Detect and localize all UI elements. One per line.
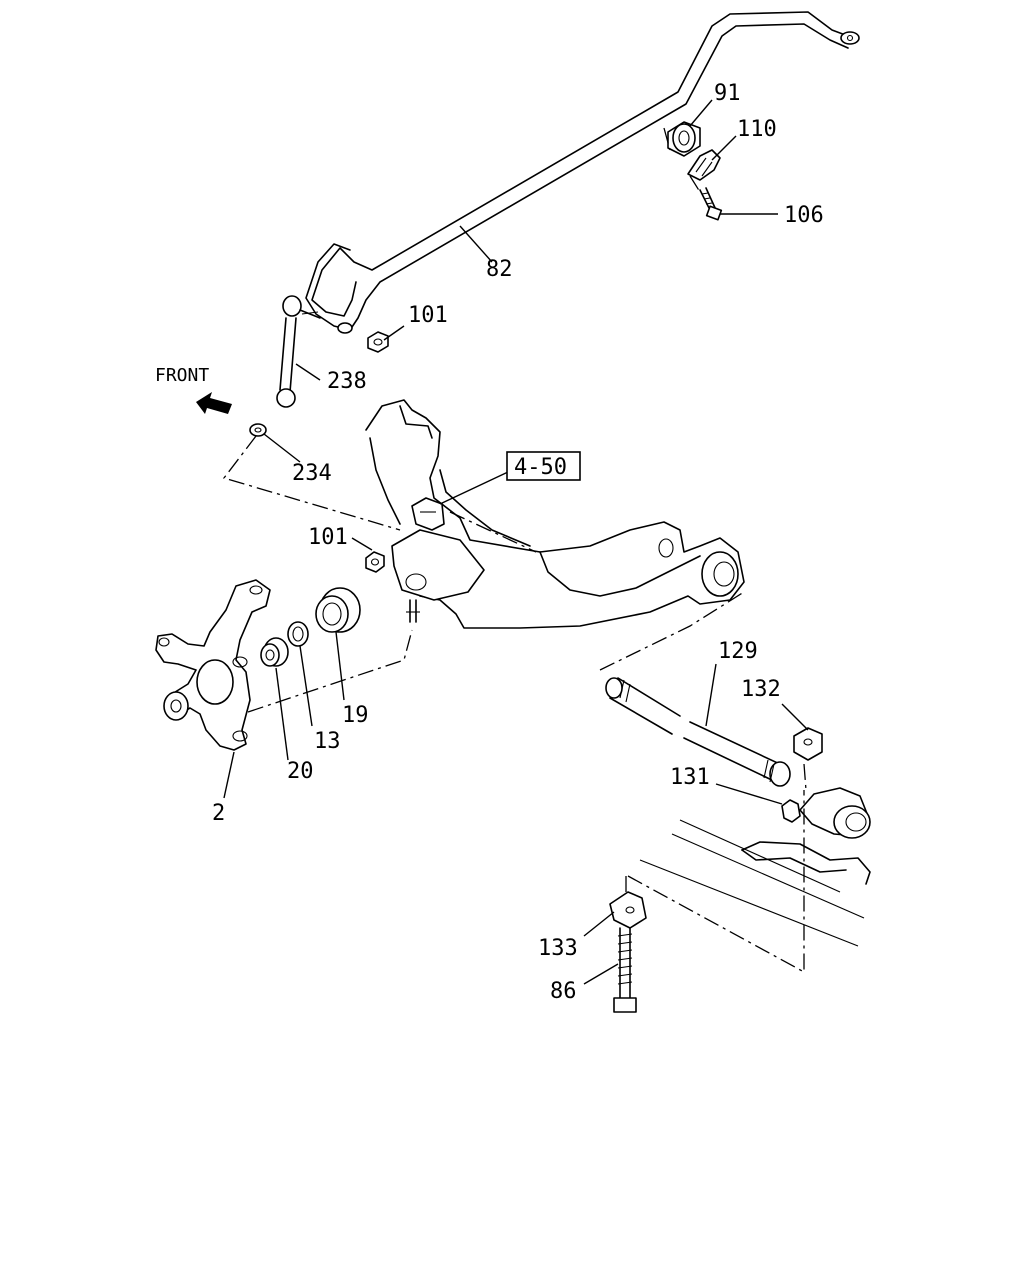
reference-label: 4-50 — [514, 455, 567, 480]
assembly-lines — [222, 127, 807, 974]
frame-bracket — [639, 819, 871, 947]
callout-132: 132 — [741, 677, 781, 702]
nut-101-top — [367, 331, 389, 353]
callout-91: 91 — [714, 81, 741, 106]
callout-101-mid: 101 — [308, 525, 348, 550]
callout-20: 20 — [287, 759, 314, 784]
bolt-106 — [699, 187, 723, 221]
plate-133 — [609, 891, 647, 929]
lower-arm-assembly — [365, 399, 745, 629]
callout-86: 86 — [550, 979, 577, 1004]
arm-131 — [781, 787, 871, 839]
reference-box: 4-50 — [506, 451, 581, 481]
nut-101-mid — [365, 551, 385, 573]
callout-133: 133 — [538, 936, 578, 961]
callout-234: 234 — [292, 461, 332, 486]
leader-lines — [223, 99, 809, 985]
callouts: 91 110 106 82 101 238 234 101 129 132 13… — [212, 81, 824, 1004]
bracket-110 — [687, 149, 721, 181]
torsion-bar-129 — [605, 677, 791, 787]
callout-19: 19 — [342, 703, 369, 728]
callout-129: 129 — [718, 639, 758, 664]
adjuster-132 — [793, 727, 823, 761]
washer-234 — [249, 423, 267, 437]
stabilizer-bar — [305, 11, 860, 334]
dust-seal-19 — [315, 587, 361, 633]
seal-13 — [287, 621, 309, 647]
stabilizer-link-238 — [276, 295, 321, 408]
callout-82: 82 — [486, 257, 513, 282]
bushing-91 — [667, 121, 701, 157]
knuckle-2 — [155, 579, 271, 751]
front-label: FRONT — [155, 365, 209, 386]
callout-13: 13 — [314, 729, 341, 754]
front-arrow-icon — [196, 392, 232, 414]
callout-110: 110 — [737, 117, 777, 142]
bolt-86 — [613, 927, 637, 1013]
bearing-20 — [260, 637, 289, 667]
callout-101-top: 101 — [408, 303, 448, 328]
callout-131: 131 — [670, 765, 710, 790]
callout-106: 106 — [784, 203, 824, 228]
callout-238: 238 — [327, 369, 367, 394]
callout-2: 2 — [212, 801, 225, 826]
front-direction: FRONT — [155, 365, 232, 414]
